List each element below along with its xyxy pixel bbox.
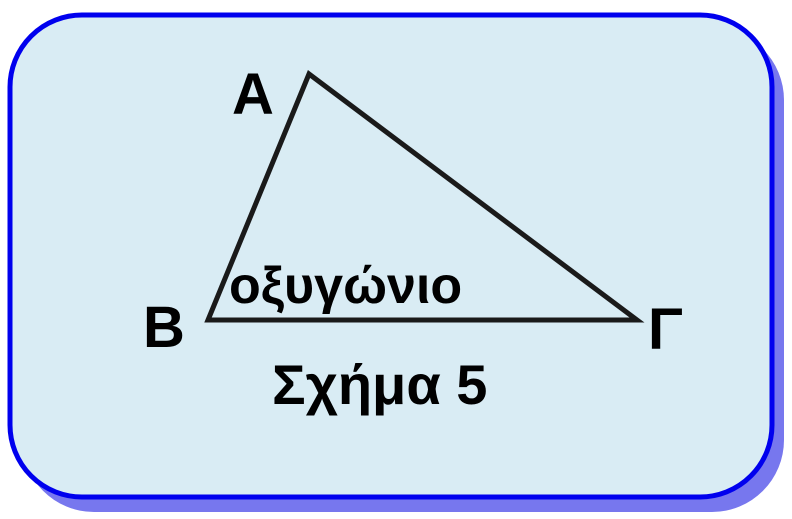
triangle [204, 70, 645, 323]
figure-panel [7, 12, 775, 500]
vertex-label-left: Β [143, 295, 185, 360]
figure-caption: Σχήμα 5 [272, 353, 487, 416]
triangle-type-label: οξυγώνιο [229, 257, 462, 315]
vertex-label-top: Α [232, 62, 274, 127]
vertex-label-right: Γ [648, 297, 683, 362]
